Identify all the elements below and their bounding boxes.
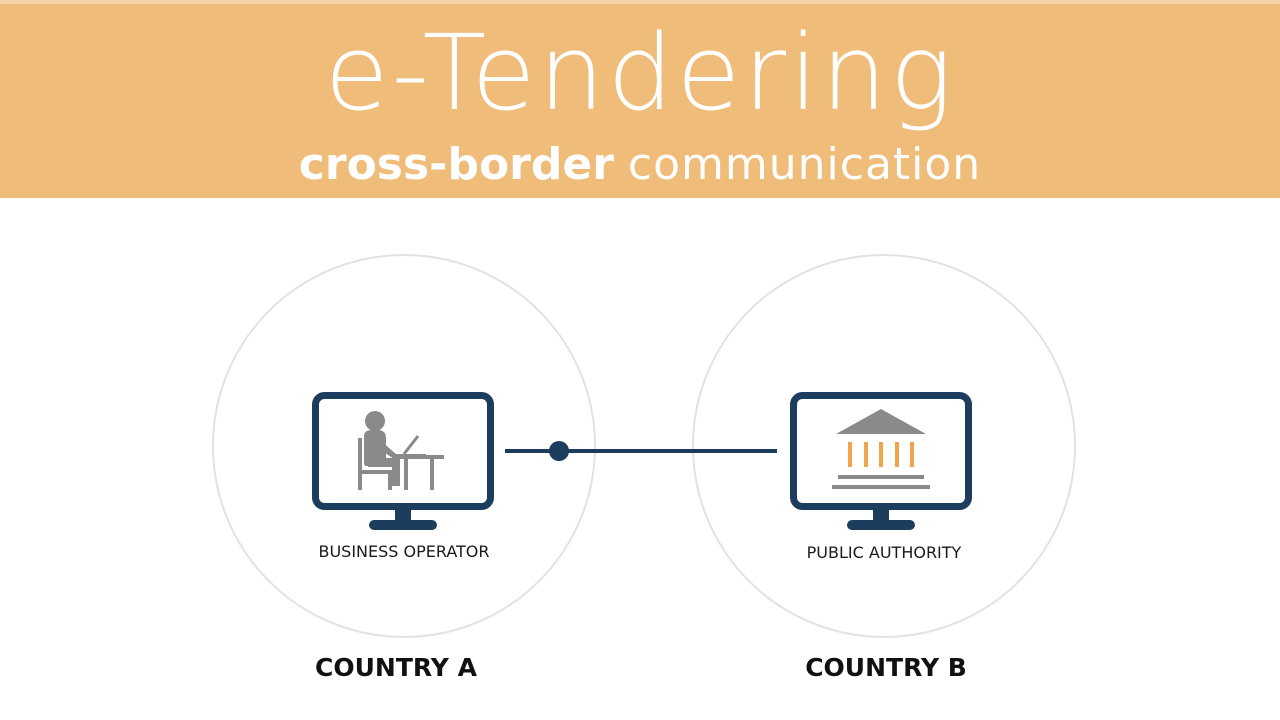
country-a-circle: [212, 254, 596, 638]
country-b-circle: [692, 254, 1076, 638]
monitor-icon: [312, 392, 494, 530]
public-authority-monitor: [790, 392, 972, 532]
connection-line: [505, 449, 777, 453]
top-stripe: [0, 0, 1280, 4]
country-label-b: COUNTRY B: [805, 653, 967, 682]
connection-dot: [549, 441, 569, 461]
subtitle-bold-part: cross-border: [298, 139, 614, 190]
person-at-desk-icon: [358, 411, 444, 490]
page-subtitle: cross-border communication: [0, 138, 1280, 192]
business-operator-monitor: [312, 392, 494, 532]
node-label-business-operator: BUSINESS OPERATOR: [318, 542, 490, 561]
country-label-a: COUNTRY A: [315, 653, 477, 682]
header-banner: e-Tendering cross-border communication: [0, 4, 1280, 198]
node-label-public-authority: PUBLIC AUTHORITY: [806, 543, 962, 562]
monitor-icon: [790, 392, 972, 530]
subtitle-light-part: communication: [627, 139, 982, 190]
government-building-icon: [832, 409, 930, 489]
page-title: e-Tendering: [324, 12, 956, 134]
